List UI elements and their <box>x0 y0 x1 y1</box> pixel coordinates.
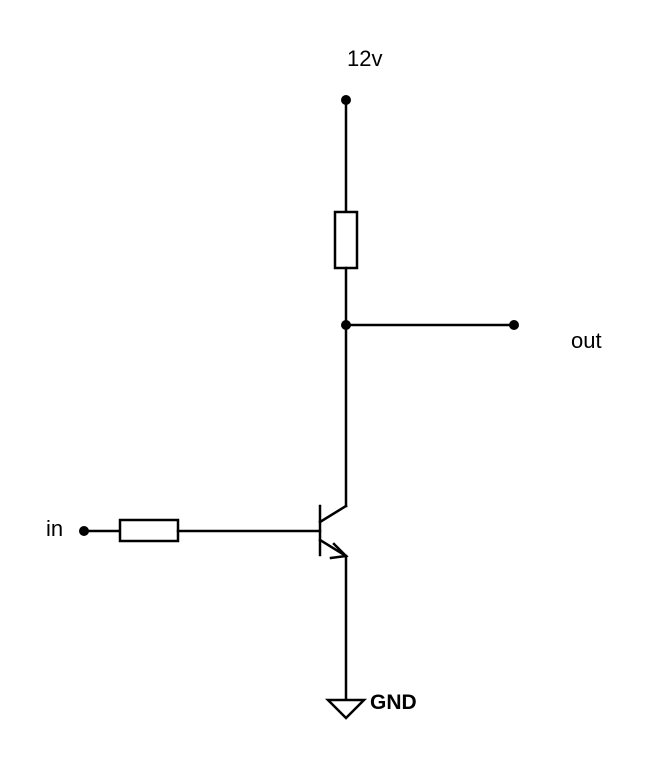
output-terminal <box>509 320 519 330</box>
npn-transistor <box>318 504 349 560</box>
transistor-collector-leg <box>318 504 348 524</box>
ground-label: GND <box>370 691 417 714</box>
base-resistor <box>118 518 180 543</box>
output-label: out <box>571 328 602 353</box>
supply-label: 12v <box>347 46 382 71</box>
input-label: in <box>46 516 63 541</box>
ground-symbol-icon <box>324 698 368 720</box>
collector-resistor <box>333 210 359 270</box>
